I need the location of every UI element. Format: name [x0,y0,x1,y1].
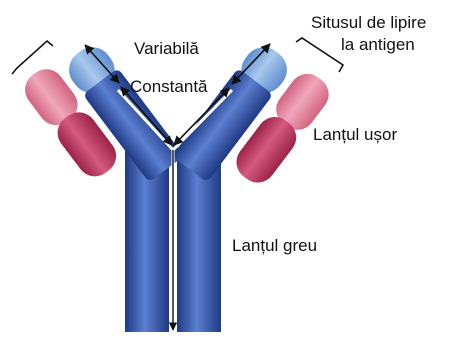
variable-region-label: Variabilă [134,40,199,57]
constant-region-label: Constantă [130,78,208,95]
heavy-chain-stem-right [177,150,221,332]
right-binding-site-bracket [296,38,343,72]
left-binding-site-bracket [12,41,53,74]
binding-site-label-line2: la antigen [341,36,415,53]
light-chain-label: Lanțul ușor [313,126,397,143]
heavy-chain-label: Lanțul greu [232,237,317,254]
binding-site-label-line1: Situsul de lipire [311,14,426,31]
